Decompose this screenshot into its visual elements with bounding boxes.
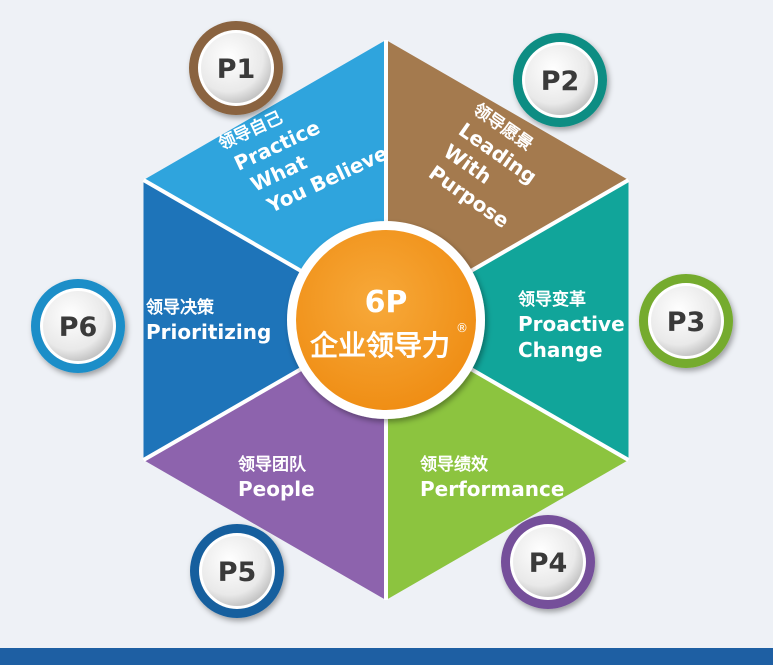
segment-label-cn: 领导决策 [146, 297, 215, 318]
badge-disc [201, 33, 271, 103]
center-title: 6P [365, 285, 408, 320]
badge-p3: P3 [639, 274, 733, 368]
badge-p4: P4 [501, 515, 595, 609]
badge-label: P3 [667, 307, 706, 338]
badge-disc [651, 286, 721, 356]
badge-disc [513, 527, 583, 597]
segment-p2 [386, 180, 629, 460]
badge-disc [43, 291, 113, 361]
segment-label-en-line: Change [518, 338, 603, 362]
badge-p6: P6 [31, 279, 125, 373]
badge-disc [202, 536, 272, 606]
badge-p1: P1 [189, 21, 283, 115]
segment-label-en-line: People [238, 477, 315, 501]
badge-label: P5 [218, 557, 257, 588]
footer-bar [0, 648, 773, 665]
segment-label-cn: 领导绩效 [420, 454, 488, 475]
segment-label-en-line: Prioritizing [146, 320, 271, 344]
center-subtitle: 企业领导力 [310, 329, 450, 362]
badge-label: P2 [541, 66, 580, 97]
segment-label-cn: 领导变革 [518, 289, 586, 310]
badge-label: P1 [217, 54, 256, 85]
segment-label-cn: 领导团队 [238, 454, 307, 475]
center-hub-fill [296, 230, 476, 410]
center-hub: 6P 企业领导力 ® [287, 221, 485, 419]
badge-p5: P5 [190, 524, 284, 618]
badge-label: P6 [59, 312, 98, 343]
registered-mark: ® [456, 321, 468, 335]
badge-disc [525, 45, 595, 115]
badge-label: P4 [529, 548, 568, 579]
badge-p2: P2 [513, 33, 607, 127]
segment-label-en-line: Performance [420, 477, 564, 501]
segment-p5 [143, 180, 386, 460]
segment-label-en-line: Proactive [518, 312, 625, 336]
